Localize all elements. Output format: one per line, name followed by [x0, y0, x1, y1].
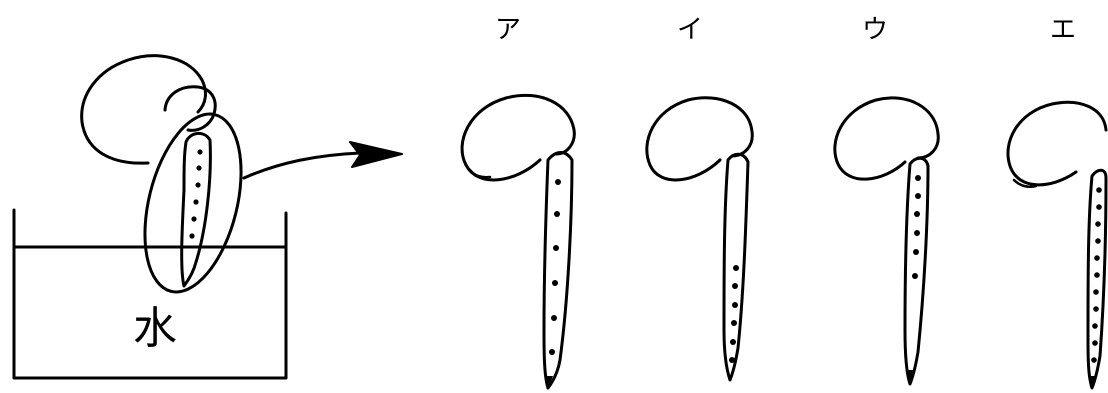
- root-mark-dot: [1096, 187, 1102, 193]
- root-mark-dot: [1094, 255, 1100, 261]
- root-mark-dot: [733, 265, 739, 271]
- root-mark-dot: [549, 349, 555, 355]
- root-mark-dot: [553, 245, 559, 251]
- root-mark-dot: [195, 182, 200, 187]
- root-mark-dot: [554, 211, 560, 217]
- root-mark-dot: [729, 357, 735, 363]
- cotyledon: [462, 95, 574, 180]
- root-mark-dot: [732, 283, 738, 289]
- option-label-u: ウ: [862, 15, 888, 45]
- cotyledon: [835, 98, 938, 179]
- seedling-e: [1008, 102, 1106, 388]
- root-mark-dot: [1091, 357, 1097, 363]
- root-mark-dot: [197, 149, 202, 154]
- root-mark-dot: [1093, 289, 1099, 295]
- option-label-e: エ: [1050, 15, 1076, 45]
- option-label-a: ア: [495, 15, 521, 45]
- root-mark-dot: [555, 179, 561, 185]
- root-mark-dot: [193, 199, 198, 204]
- option-label-i: イ: [677, 15, 703, 45]
- root-mark-dot: [913, 249, 919, 255]
- root-mark-dot: [189, 233, 194, 238]
- bean-seedling-setup: [82, 56, 258, 302]
- root-mark-dot: [915, 193, 921, 199]
- root-mark-dot: [551, 315, 557, 321]
- water-label: 水: [133, 303, 177, 354]
- root-mark-dot: [730, 339, 736, 345]
- root: [1088, 170, 1106, 388]
- root-mark-dot: [191, 216, 196, 221]
- root-mark-dot: [1095, 221, 1101, 227]
- root-mark-dot: [196, 165, 201, 170]
- root-mark-dot: [732, 302, 738, 308]
- root-mark-dot: [1092, 340, 1098, 346]
- cotyledon: [647, 98, 752, 180]
- seedling-i: [647, 98, 752, 380]
- seedling-a: [462, 95, 574, 388]
- root-mark-dot: [1093, 306, 1099, 312]
- root-mark-dot: [731, 320, 737, 326]
- root-mark-dot: [1095, 238, 1101, 244]
- root: [544, 153, 572, 389]
- root-mark-dot: [915, 175, 921, 181]
- root: [905, 158, 928, 384]
- root: [182, 133, 211, 286]
- root-mark-dot: [1096, 204, 1102, 210]
- root-mark-dot: [914, 230, 920, 236]
- arrow: [244, 142, 402, 178]
- root-mark-dot: [1094, 272, 1100, 278]
- cotyledon-front: [165, 87, 215, 131]
- root-mark-dot: [912, 273, 918, 279]
- root-mark-dot: [914, 211, 920, 217]
- cotyledon: [82, 56, 206, 163]
- seedling-u: [835, 98, 938, 384]
- root-mark-dot: [552, 280, 558, 286]
- cotyledon: [1008, 102, 1106, 185]
- root-mark-dot: [1092, 323, 1098, 329]
